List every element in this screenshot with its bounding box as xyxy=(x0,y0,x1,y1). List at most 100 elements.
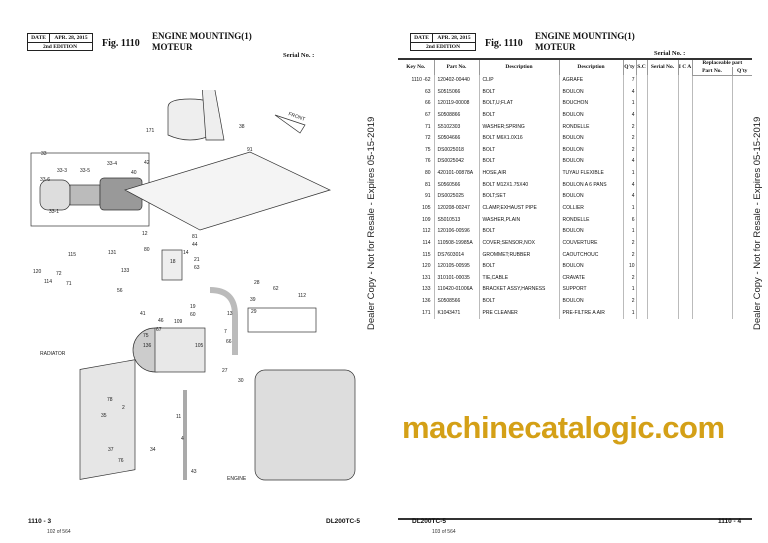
cell-empty xyxy=(677,272,692,285)
cell-qty: 4 xyxy=(622,156,636,169)
cell-empty xyxy=(691,121,732,134)
cell-fr: BOULON xyxy=(558,156,623,169)
cell-key: 67 xyxy=(424,111,431,118)
cell-empty xyxy=(731,191,752,204)
cell-empty xyxy=(677,86,692,99)
cell-empty xyxy=(731,109,752,122)
cell-fr: BOULON A 6 PANS xyxy=(558,179,623,192)
callout: 80 xyxy=(144,247,150,253)
cell-key: 112 xyxy=(422,228,431,235)
col-replaceable: Replaceable part xyxy=(691,58,752,67)
cell-empty xyxy=(677,226,692,238)
cell-en: WASHER,PLAIN xyxy=(478,214,559,227)
cell-en: BOLT xyxy=(478,156,559,169)
page-of: 103 of 564 xyxy=(432,529,456,535)
model-name: DL200TC-5 xyxy=(326,518,360,525)
cell-empty xyxy=(646,226,678,238)
page-of: 102 of 564 xyxy=(47,529,71,535)
cell-part: S5102303 xyxy=(433,121,479,134)
cell-empty xyxy=(646,121,678,134)
cell-empty xyxy=(646,133,678,145)
cell-empty xyxy=(677,75,692,87)
cell-en: PRE CLEANER xyxy=(478,307,559,320)
callout: 56 xyxy=(117,288,123,294)
cell-key: 105 xyxy=(422,204,431,211)
callout: 67 xyxy=(156,327,162,333)
callout: 19 xyxy=(190,304,196,310)
callout: 112 xyxy=(298,293,306,299)
cell-en: CLAMP,EXHAUST PIPE xyxy=(478,203,559,215)
watermark: machinecatalogic.com xyxy=(402,410,725,445)
cell-key: 120 xyxy=(422,263,431,270)
cell-empty xyxy=(677,133,692,145)
callout: 46 xyxy=(158,318,164,324)
engine-label: ENGINE xyxy=(227,476,247,482)
cell-empty xyxy=(691,156,732,169)
cell-empty xyxy=(646,214,678,227)
callout: 60 xyxy=(190,312,196,318)
cell-qty: 2 xyxy=(622,133,636,145)
callout: 72 xyxy=(56,271,62,277)
cell-empty xyxy=(677,261,692,273)
callout: 42 xyxy=(144,160,150,166)
cell-empty xyxy=(635,168,647,180)
cell-part: S0508566 xyxy=(433,296,479,308)
cell-fr: RONDELLE xyxy=(558,121,623,134)
callout: 71 xyxy=(66,281,72,287)
col-desc-en: Description xyxy=(478,58,559,75)
cell-empty xyxy=(691,191,732,204)
cell-en: WASHER;SPRING xyxy=(478,121,559,134)
cell-key: 114 xyxy=(422,239,431,246)
cell-key: 80 xyxy=(424,170,431,177)
cell-fr: BOULON xyxy=(558,226,623,238)
callout: 28 xyxy=(254,280,260,286)
cell-en: BOLT xyxy=(478,86,559,99)
callout: 115 xyxy=(68,252,76,258)
cell-empty xyxy=(646,203,678,215)
cell-part: S0560566 xyxy=(433,179,479,192)
dealer-copy-notice: Dealer Copy - Not for Resale - Expires 0… xyxy=(752,116,763,330)
cell-empty xyxy=(677,237,692,250)
callout: 81 xyxy=(192,234,198,240)
cell-empty xyxy=(691,109,732,122)
cell-key: 91 xyxy=(424,193,431,200)
cell-qty: 2 xyxy=(622,144,636,157)
cell-empty xyxy=(731,261,752,273)
cell-en: TIE,CABLE xyxy=(478,272,559,285)
cell-qty: 2 xyxy=(622,237,636,250)
cell-empty xyxy=(691,272,732,285)
callout: 33 xyxy=(41,151,47,157)
cell-empty xyxy=(731,121,752,134)
cell-empty xyxy=(646,98,678,110)
parts-table: Key No. Part No. Description Description… xyxy=(398,58,752,320)
cell-empty xyxy=(635,261,647,273)
title-en: ENGINE MOUNTING(1) xyxy=(535,31,635,41)
cell-empty xyxy=(691,144,732,157)
cell-en: BOLT xyxy=(478,144,559,157)
cell-empty xyxy=(635,296,647,308)
cell-empty xyxy=(677,203,692,215)
page-number: 1110 - 3 xyxy=(28,518,52,525)
cell-key: 171 xyxy=(422,309,431,316)
callout: 30 xyxy=(238,378,244,384)
exploded-diagram xyxy=(30,90,356,481)
cell-en: CLIP xyxy=(478,75,559,87)
date-value: APR. 28, 2015 xyxy=(437,35,471,41)
cell-key: 66 xyxy=(424,100,431,107)
cell-empty xyxy=(635,249,647,262)
cell-qty: 4 xyxy=(622,191,636,204)
callout: 14 xyxy=(183,250,189,256)
cell-en: BRACKET ASSY,HARNESS xyxy=(478,284,559,297)
date-label: DATE xyxy=(411,34,433,42)
cell-part: 420101-00878A xyxy=(433,168,479,180)
callout: 12 xyxy=(142,231,148,237)
cell-empty xyxy=(731,249,752,262)
cell-empty xyxy=(635,156,647,169)
cell-empty xyxy=(677,249,692,262)
cell-empty xyxy=(691,226,732,238)
